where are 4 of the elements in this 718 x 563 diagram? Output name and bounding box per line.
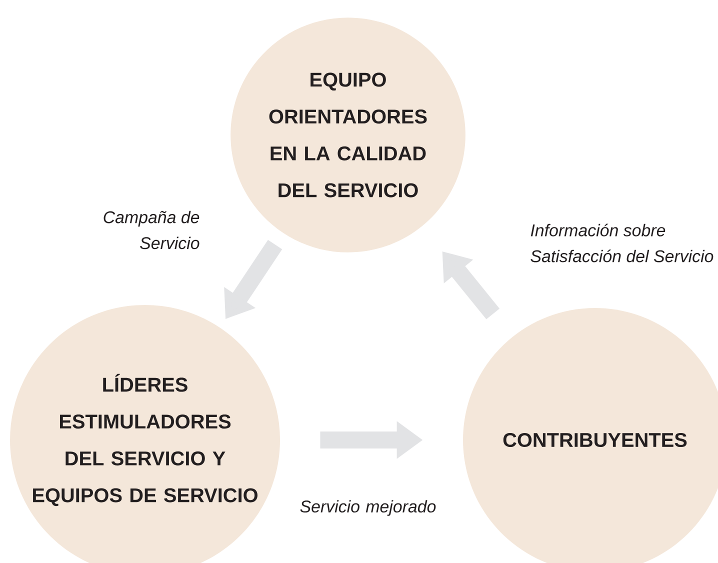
- edge-label: Campaña de Servicio: [104, 210, 200, 250]
- edge-label: Servicio mejorado: [300, 500, 436, 516]
- edge-label: Información sobre Satisfacción del Servicio: [530, 224, 714, 262]
- circle-node: EQUIPO ORIENTADORES EN LA CALIDAD DEL SERVICIO: [230, 18, 466, 252]
